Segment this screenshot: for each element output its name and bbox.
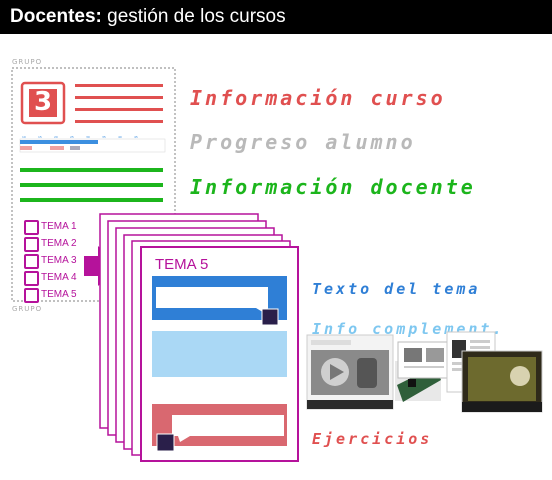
svg-text:30: 30 (86, 135, 90, 139)
topic-checkbox[interactable] (24, 271, 39, 286)
topic-checkbox[interactable] (24, 237, 39, 252)
topic-label: TEMA 1 (41, 221, 77, 232)
svg-text:25: 25 (70, 135, 74, 139)
video-thumbnail-2 (461, 350, 543, 413)
page-title-bold: Docentes: (10, 6, 102, 27)
course-number: 3 (33, 87, 53, 117)
label-course-info: Información curso (190, 86, 446, 110)
label-exercises: Ejercicios (312, 430, 433, 448)
video-thumbnail-1 (306, 334, 394, 410)
topic-checkbox[interactable] (24, 288, 39, 303)
topic-label: TEMA 4 (41, 272, 77, 283)
label-student-progress: Progreso alumno (190, 130, 416, 154)
group-label: GRUPO (12, 58, 43, 66)
svg-text:35: 35 (102, 135, 106, 139)
svg-text:15: 15 (38, 135, 42, 139)
group-label-bottom: GRUPO (12, 305, 43, 313)
topic-label: TEMA 5 (41, 289, 77, 300)
svg-text:45: 45 (134, 135, 138, 139)
svg-text:10: 10 (22, 135, 26, 139)
teacher-info-lines (20, 168, 163, 202)
topic-checkbox[interactable] (24, 220, 39, 235)
page-title: Docentes: gestión de los cursos (10, 5, 286, 29)
topic-text-block (152, 276, 287, 326)
label-teacher-info: Información docente (190, 175, 476, 199)
topic-label: TEMA 3 (41, 255, 77, 266)
course-number-icon (20, 81, 66, 125)
course-info-lines (75, 84, 163, 123)
svg-text:20: 20 (54, 135, 58, 139)
label-topic-text: Texto del tema (312, 280, 481, 298)
progress-table: 10 15 20 25 30 35 40 45 (19, 135, 166, 153)
topic-card-title: TEMA 5 (155, 256, 209, 273)
header-bar: Docentes: gestión de los cursos (0, 0, 552, 34)
topic-info-block (152, 331, 287, 377)
page-title-rest: gestión de los cursos (101, 6, 286, 27)
document-thumbnail (397, 341, 451, 379)
topic-exercise-block (152, 404, 287, 452)
topic-label: TEMA 2 (41, 238, 77, 249)
topic-checkbox[interactable] (24, 254, 39, 269)
svg-text:40: 40 (118, 135, 122, 139)
